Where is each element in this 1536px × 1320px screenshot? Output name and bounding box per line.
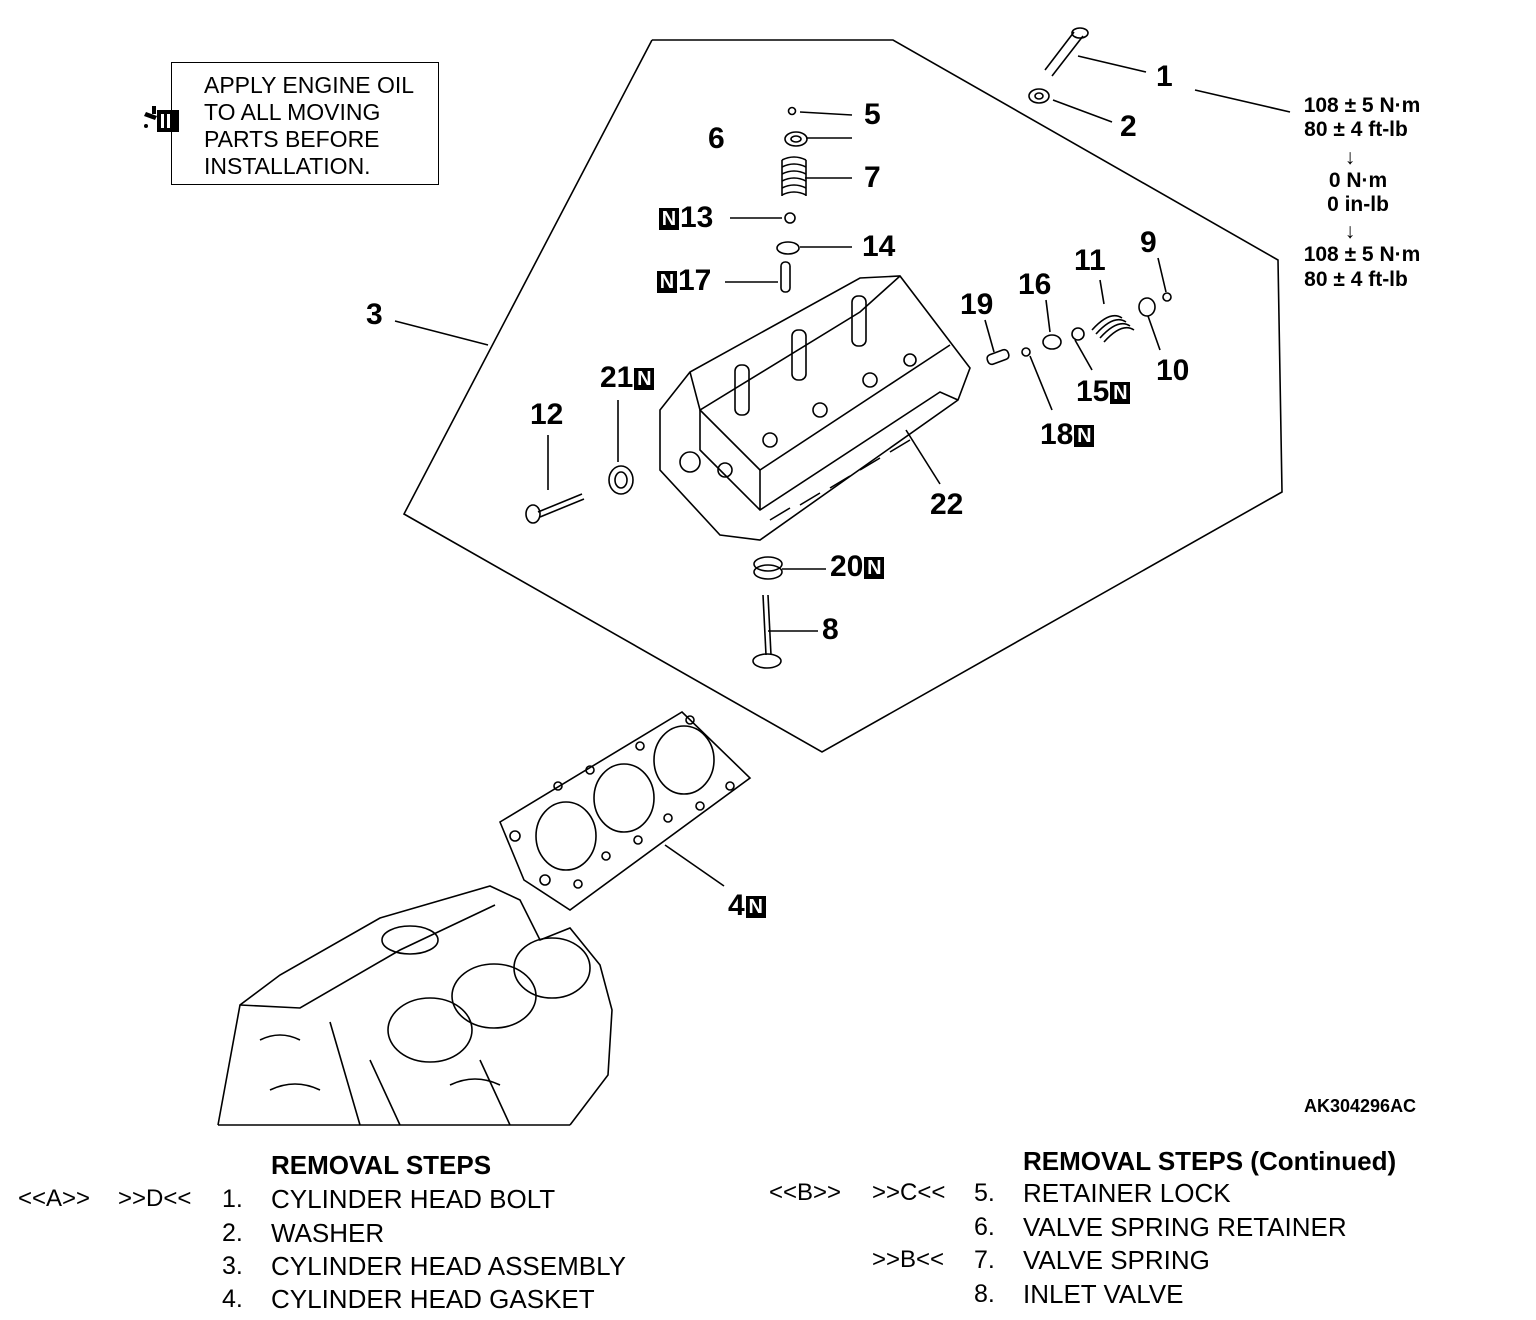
procedure-mark: <<B>> [769, 1179, 842, 1206]
callout-3: 3 [366, 298, 383, 331]
note-line-2: TO ALL MOVING [204, 99, 381, 125]
callout-16: 16 [1018, 268, 1052, 301]
step-number: 5. [974, 1179, 995, 1207]
step-name: CYLINDER HEAD BOLT [271, 1184, 556, 1214]
new-part-mark: N [1074, 425, 1095, 447]
new-part-mark: N [864, 557, 885, 579]
torque-step3-nm: 108 ± 5 N·m [1303, 243, 1421, 266]
step-number: 8. [974, 1280, 995, 1308]
apply-engine-oil-note: APPLY ENGINE OIL TO ALL MOVING PARTS BEF… [171, 62, 439, 185]
torque-arrow-2: ↓ [1344, 220, 1356, 243]
procedure-mark: <<A>> [18, 1185, 91, 1212]
step-name: RETAINER LOCK [1023, 1178, 1231, 1208]
callout-6: 6 [708, 122, 725, 155]
note-line-3: PARTS BEFORE [204, 126, 380, 152]
step-number: 7. [974, 1246, 995, 1274]
procedure-mark: >>B<< [872, 1246, 945, 1273]
new-part-mark: N [745, 896, 766, 918]
torque-step1-ftlb: 80 ± 4 ft-lb [1304, 118, 1408, 141]
cylinder-head-illustration [659, 275, 971, 541]
callout-8: 8 [822, 613, 839, 646]
step-name: VALVE SPRING [1023, 1245, 1210, 1275]
note-line-1: APPLY ENGINE OIL [204, 72, 415, 98]
callout-10: 10 [1156, 354, 1190, 387]
step-number: 2. [222, 1219, 243, 1247]
removal-steps-title: REMOVAL STEPS [271, 1150, 492, 1180]
engine-block-illustration [217, 885, 613, 1126]
procedure-mark: >>C<< [872, 1179, 946, 1206]
figure-id: AK304296AC [1304, 1096, 1417, 1116]
step-name: VALVE SPRING RETAINER [1023, 1212, 1347, 1242]
callout-7: 7 [864, 161, 881, 194]
new-part-mark: N [657, 271, 677, 293]
removal-steps-continued-title: REMOVAL STEPS (Continued) [1023, 1146, 1397, 1176]
callout-1: 1 [1156, 60, 1173, 93]
torque-step2-inlb: 0 in-lb [1327, 193, 1389, 216]
callout-12: 12 [530, 398, 564, 431]
new-part-mark: N [634, 368, 655, 390]
step-name: CYLINDER HEAD ASSEMBLY [271, 1251, 626, 1281]
callout-5: 5 [864, 98, 881, 131]
step-number: 1. [222, 1185, 243, 1213]
step-number: 3. [222, 1252, 243, 1280]
procedure-mark: >>D<< [118, 1185, 192, 1212]
torque-step2-nm: 0 N·m [1328, 169, 1388, 192]
new-part-mark: N [1110, 382, 1131, 404]
torque-step3-ftlb: 80 ± 4 ft-lb [1304, 268, 1408, 291]
step-number: 6. [974, 1213, 995, 1241]
assembly-boundary [402, 39, 1283, 753]
callout-19: 19 [960, 288, 994, 321]
torque-arrow-1: ↓ [1344, 146, 1356, 169]
callout-22: 22 [930, 488, 964, 521]
note-line-4: INSTALLATION. [204, 153, 371, 179]
step-name: CYLINDER HEAD GASKET [271, 1284, 595, 1314]
callout-2: 2 [1120, 110, 1137, 143]
step-name: INLET VALVE [1023, 1279, 1184, 1309]
step-number: 4. [222, 1285, 243, 1313]
torque-step1-nm: 108 ± 5 N·m [1303, 94, 1421, 117]
head-gasket-illustration [498, 710, 752, 911]
oil-can-icon [144, 106, 179, 132]
callout-9: 9 [1140, 226, 1157, 259]
callout-11: 11 [1074, 244, 1106, 277]
callout-14: 14 [862, 230, 896, 263]
step-name: WASHER [271, 1218, 385, 1248]
new-part-mark: N [659, 208, 679, 230]
